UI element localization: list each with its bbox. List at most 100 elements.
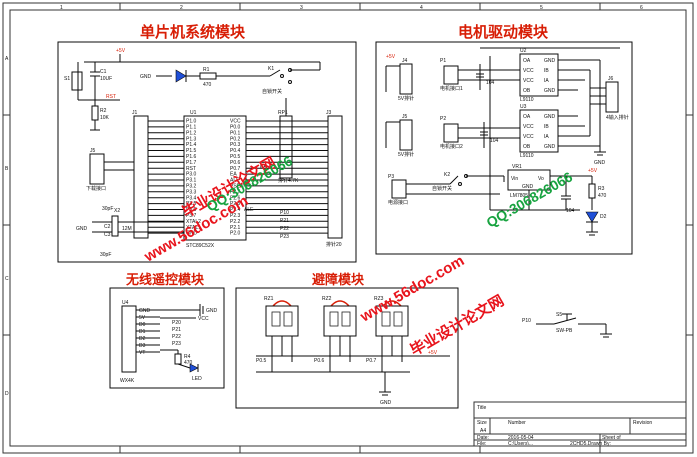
- frame-mark-side-a: A: [5, 56, 9, 62]
- file-label: File:: [477, 441, 486, 447]
- u1-left-pin: P1.1: [186, 125, 197, 131]
- u4-ref: U4: [122, 300, 129, 306]
- avoid-power-label: +5V: [428, 350, 438, 356]
- vr1-vin: Vin: [511, 176, 518, 182]
- u4-vcc-label: VCC: [198, 316, 209, 322]
- j3-text: 排针20: [326, 241, 342, 248]
- wireless-led-icon: [189, 363, 199, 373]
- x2-crystal: [111, 215, 119, 237]
- u1-right-pin: P0.5: [230, 154, 241, 160]
- avoid-module-title: 避障模块: [312, 272, 365, 287]
- sensor-receiver: [283, 311, 293, 327]
- r3-power-label: +5V: [588, 168, 598, 174]
- j6-text: 4输入排针: [606, 114, 629, 121]
- k1-text: 自锁开关: [262, 88, 282, 95]
- u3-right-pin: IA: [544, 134, 549, 140]
- u2-right-pin: IA: [544, 78, 549, 84]
- title-label: Title: [477, 405, 486, 411]
- u1-right-pin: P0.4: [230, 148, 241, 154]
- u4-pin: D1: [139, 329, 146, 335]
- u3-right-pin: GND: [544, 144, 556, 150]
- net-p22: P22: [280, 226, 289, 232]
- net-p21: P21: [280, 218, 289, 224]
- r1-resistor: [199, 72, 217, 80]
- k2-text: 自锁开关: [432, 185, 452, 192]
- d1-led-icon: [175, 69, 187, 83]
- u1-right-pin: ALE: [230, 178, 240, 184]
- sensor-emitter: [381, 311, 391, 327]
- u2-ref: U2: [520, 48, 527, 54]
- c8-value: 104: [566, 208, 575, 214]
- j5-motor-ref: J5: [402, 114, 408, 120]
- date-label: Date:: [477, 435, 489, 441]
- motor-module-title: 电机驱动模块: [458, 23, 549, 41]
- r3-value: 470: [598, 193, 607, 199]
- u1-left-pin: P3.5: [186, 201, 197, 207]
- u4-gnd-label: GND: [206, 308, 218, 314]
- j4-ref: J4: [402, 58, 408, 64]
- u1-right-pin: P2.7: [230, 189, 241, 195]
- u4-pin: VT: [139, 350, 145, 356]
- u1-right-pin: P2.2: [230, 219, 241, 225]
- r1-value: 470: [203, 82, 212, 88]
- x2-value: 12M: [122, 226, 132, 232]
- frame-mark-top-5: 5: [540, 5, 543, 11]
- ea-label: EA: [260, 164, 267, 170]
- r4-value: 470: [184, 360, 193, 366]
- u2-driver-chip: [519, 53, 559, 97]
- u4-pin: 5V: [139, 315, 146, 321]
- sensor-ref: RZ1: [264, 296, 274, 302]
- mcu-module-title: 单片机系统模块: [140, 23, 246, 41]
- s5-switch-block: S5 P10 SW-PB: [522, 312, 612, 338]
- file-value: C:\Users\...: [508, 441, 533, 447]
- sheet-label: Sheet of: [602, 435, 621, 441]
- r2-resistor: [91, 105, 99, 121]
- sensor-ref: RZ3: [374, 296, 384, 302]
- u1-right-pin: P2.3: [230, 213, 241, 219]
- u1-left-pin: P3.4: [186, 195, 197, 201]
- u4-net-p22: P22: [172, 334, 181, 340]
- j4-text: 5V排针: [398, 95, 414, 102]
- c3-value: 30pF: [100, 252, 111, 258]
- u3-left-pin: VCC: [523, 124, 534, 130]
- vr1-ref: VR1: [512, 164, 522, 170]
- u1-left-pin: P3.7: [186, 213, 197, 219]
- wireless-module-border: [109, 287, 225, 389]
- u1-right-pin: P0.1: [230, 130, 241, 136]
- s5-net: P10: [522, 318, 531, 324]
- u1-right-pin: P2.1: [230, 225, 241, 231]
- ale-label: ALE: [244, 207, 254, 213]
- vr1-part-name: LM7805: [510, 193, 528, 199]
- u3-ref: U3: [520, 104, 527, 110]
- u1-left-pin: P3.0: [186, 172, 197, 178]
- frame-mark-side-c: C: [5, 276, 9, 282]
- led-gnd-label: GND: [140, 74, 152, 80]
- u1-left-pin: RST: [186, 166, 196, 172]
- j1-label: J1: [132, 110, 138, 116]
- u2-left-pin: OB: [523, 88, 531, 94]
- sensor-body: [323, 305, 357, 337]
- crystal-gnd-label: GND: [76, 226, 88, 232]
- j4-header: [399, 63, 413, 95]
- motor-module-border: [375, 41, 633, 255]
- avoid-module-border: [235, 287, 459, 409]
- number-label: Number: [508, 420, 526, 426]
- u4-receiver: [121, 305, 137, 373]
- sensor-net: P0.6: [314, 358, 325, 364]
- size-label: Size: [477, 420, 487, 426]
- sensor-body: [375, 305, 409, 337]
- revision-label: Revision: [633, 420, 652, 426]
- u1-right-pin: P0.2: [230, 136, 241, 142]
- u1-right-pin: P2.4: [230, 207, 241, 213]
- p1-text: 电机接口1: [440, 85, 463, 92]
- c1-label: C1: [100, 69, 107, 75]
- date-value: 2016-05-04: [508, 435, 534, 441]
- u1-part-name: STC89C52X: [186, 243, 215, 249]
- u1-right-pin: VCC: [230, 119, 241, 125]
- sensor-receiver: [393, 311, 403, 327]
- u1-right-pin: EA: [230, 172, 237, 178]
- u1-left-pin: P1.6: [186, 154, 197, 160]
- watermark-site-2: www.56doc.com: [357, 252, 468, 326]
- p1-ref: P1: [440, 58, 446, 64]
